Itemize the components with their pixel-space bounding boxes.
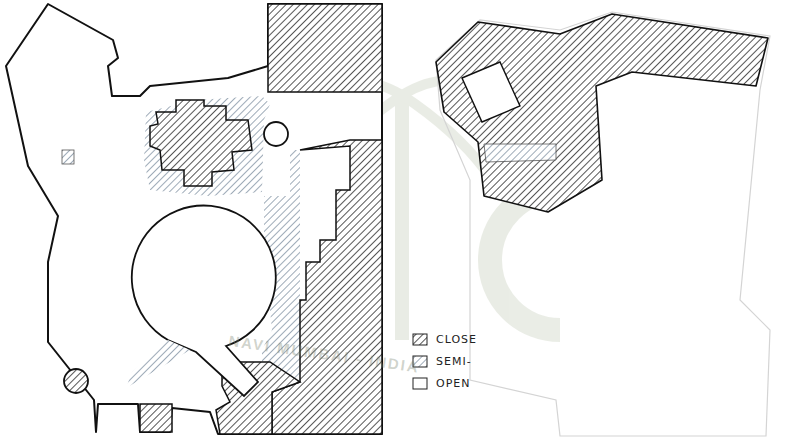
legend-label: OPEN (436, 377, 470, 390)
site-outline (436, 12, 770, 436)
closed-circle (64, 369, 88, 393)
closed-block (140, 404, 172, 432)
semi-band (484, 144, 556, 162)
semi-band (144, 96, 270, 196)
semi-band (126, 340, 190, 388)
semi-marker (62, 150, 74, 164)
legend-swatch (413, 378, 427, 389)
legend-label: CLOSE (436, 333, 477, 346)
legend-label: SEMI- (436, 355, 472, 368)
open-court (462, 62, 520, 122)
closed-building (150, 100, 252, 186)
open-circle (264, 122, 288, 146)
legend-swatch (413, 334, 427, 345)
closed-building (436, 14, 768, 212)
site-outline (6, 4, 382, 434)
closed-block (268, 4, 382, 92)
closed-building (272, 140, 382, 434)
